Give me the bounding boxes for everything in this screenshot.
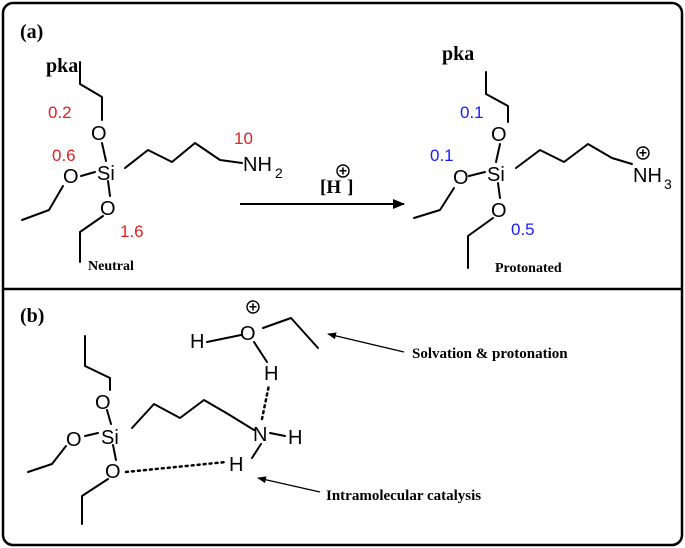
cat-n: N bbox=[253, 424, 267, 446]
cat-ethyl-bottom-bond bbox=[81, 478, 109, 525]
neutral-si: Si bbox=[97, 163, 115, 185]
protonated-pka-label: pka bbox=[442, 43, 474, 65]
cat-n-h-bottom-bond bbox=[251, 443, 262, 459]
cat-si: Si bbox=[101, 427, 119, 449]
catalysis-molecule: O O Si O N H H H O H + bbox=[27, 299, 319, 525]
ethanol-h-bridge: H bbox=[264, 363, 278, 385]
cat-h-bottom: H bbox=[229, 454, 243, 476]
protonated-caption: Protonated bbox=[495, 261, 562, 276]
cat-o-left: O bbox=[66, 429, 82, 451]
hbond-n-h bbox=[260, 383, 271, 421]
ethanol-o: O bbox=[240, 323, 256, 345]
cat-propyl-chain bbox=[131, 399, 255, 431]
cat-h-right: H bbox=[288, 427, 302, 449]
protonated-o-bottom: O bbox=[491, 200, 507, 222]
cat-o-top: O bbox=[95, 392, 111, 414]
neutral-caption: Neutral bbox=[88, 259, 134, 274]
neutral-pka-o-top: 0.2 bbox=[48, 103, 72, 122]
protonated-o-si-top-bond bbox=[495, 143, 501, 163]
protonated-ethyl-left-bond bbox=[413, 187, 455, 219]
neutral-o-si-top-bond bbox=[101, 142, 107, 162]
protonated-charge-circle bbox=[636, 146, 650, 160]
neutral-o-si-left-bond bbox=[80, 171, 96, 177]
hbond-o-h bbox=[124, 460, 228, 474]
protonated-nh: NH bbox=[633, 165, 662, 187]
cat-ethyl-top-bond bbox=[84, 335, 111, 391]
protonated-molecule: pka 0.1 0.1 0.5 O O Si O NH 3 + Protonat… bbox=[413, 43, 672, 276]
neutral-molecule: pka 0.2 0.6 1.6 10 O O Si O NH 2 Neutral bbox=[21, 55, 283, 274]
annot-solvation: Solvation & protonation bbox=[412, 346, 568, 362]
protonated-propyl-chain bbox=[515, 143, 633, 169]
neutral-pka-o-bottom: 1.6 bbox=[120, 222, 144, 241]
annot-catalysis: Intramolecular catalysis bbox=[326, 488, 481, 504]
protonated-si-o-bottom-bond bbox=[497, 182, 501, 199]
cat-o-si-top-bond bbox=[106, 409, 112, 425]
cat-n-h-right-bond bbox=[269, 432, 286, 437]
neutral-o-left: O bbox=[63, 166, 79, 188]
neutral-nh-subscript: 2 bbox=[275, 165, 283, 181]
neutral-o-top: O bbox=[91, 123, 107, 145]
proton-charge-circle bbox=[336, 164, 350, 178]
protonated-o-top: O bbox=[491, 124, 507, 146]
cat-ethyl-left-bond bbox=[27, 445, 67, 473]
ethanol-h-o-bond bbox=[206, 334, 242, 343]
protonated-pka-o-left: 0.1 bbox=[430, 146, 454, 165]
ethanol-charge-plus: + bbox=[249, 299, 257, 315]
ethanol-h-left: H bbox=[190, 331, 204, 353]
neutral-pka-label: pka bbox=[46, 55, 78, 77]
protonated-charge-plus: + bbox=[639, 145, 647, 161]
neutral-nh: NH bbox=[243, 154, 272, 176]
neutral-ethyl-bottom-bond bbox=[79, 215, 104, 263]
neutral-ethyl-left-bond bbox=[21, 185, 64, 221]
neutral-pka-o-left: 0.6 bbox=[52, 146, 76, 165]
neutral-o-bottom: O bbox=[100, 198, 116, 220]
protonated-o-si-left-bond bbox=[468, 171, 486, 177]
annot-arrow-top bbox=[327, 332, 405, 353]
panel-a-tag: (a) bbox=[20, 21, 43, 43]
panel-b-tag: (b) bbox=[20, 305, 44, 327]
neutral-pka-n: 10 bbox=[234, 129, 253, 148]
reaction-arrow-group: [H] + bbox=[240, 163, 405, 209]
proton-charge-plus: + bbox=[339, 163, 347, 179]
neutral-propyl-chain bbox=[124, 142, 243, 169]
cat-si-o-bottom-bond bbox=[112, 444, 117, 461]
protonated-nh-subscript: 3 bbox=[664, 176, 672, 192]
protonated-o-left: O bbox=[453, 167, 469, 189]
ethanol-ethyl-bond bbox=[262, 317, 319, 349]
neutral-ethyl-top-bond bbox=[79, 61, 103, 121]
proton-reagent: [H] bbox=[320, 177, 353, 198]
cat-o-bottom: O bbox=[105, 461, 121, 483]
annot-arrow-bottom bbox=[257, 476, 321, 493]
protonated-pka-o-bottom: 0.5 bbox=[511, 220, 535, 239]
ethanol-o-h-bond bbox=[253, 341, 268, 363]
protonated-si: Si bbox=[487, 164, 505, 186]
neutral-si-o-bottom-bond bbox=[107, 180, 111, 197]
ethanol-charge-circle bbox=[246, 300, 260, 314]
cat-o-si-left-bond bbox=[84, 432, 99, 437]
protonated-ethyl-bottom-bond bbox=[467, 217, 494, 269]
protonated-ethyl-top-bond bbox=[485, 71, 509, 123]
protonated-pka-o-top: 0.1 bbox=[460, 103, 484, 122]
